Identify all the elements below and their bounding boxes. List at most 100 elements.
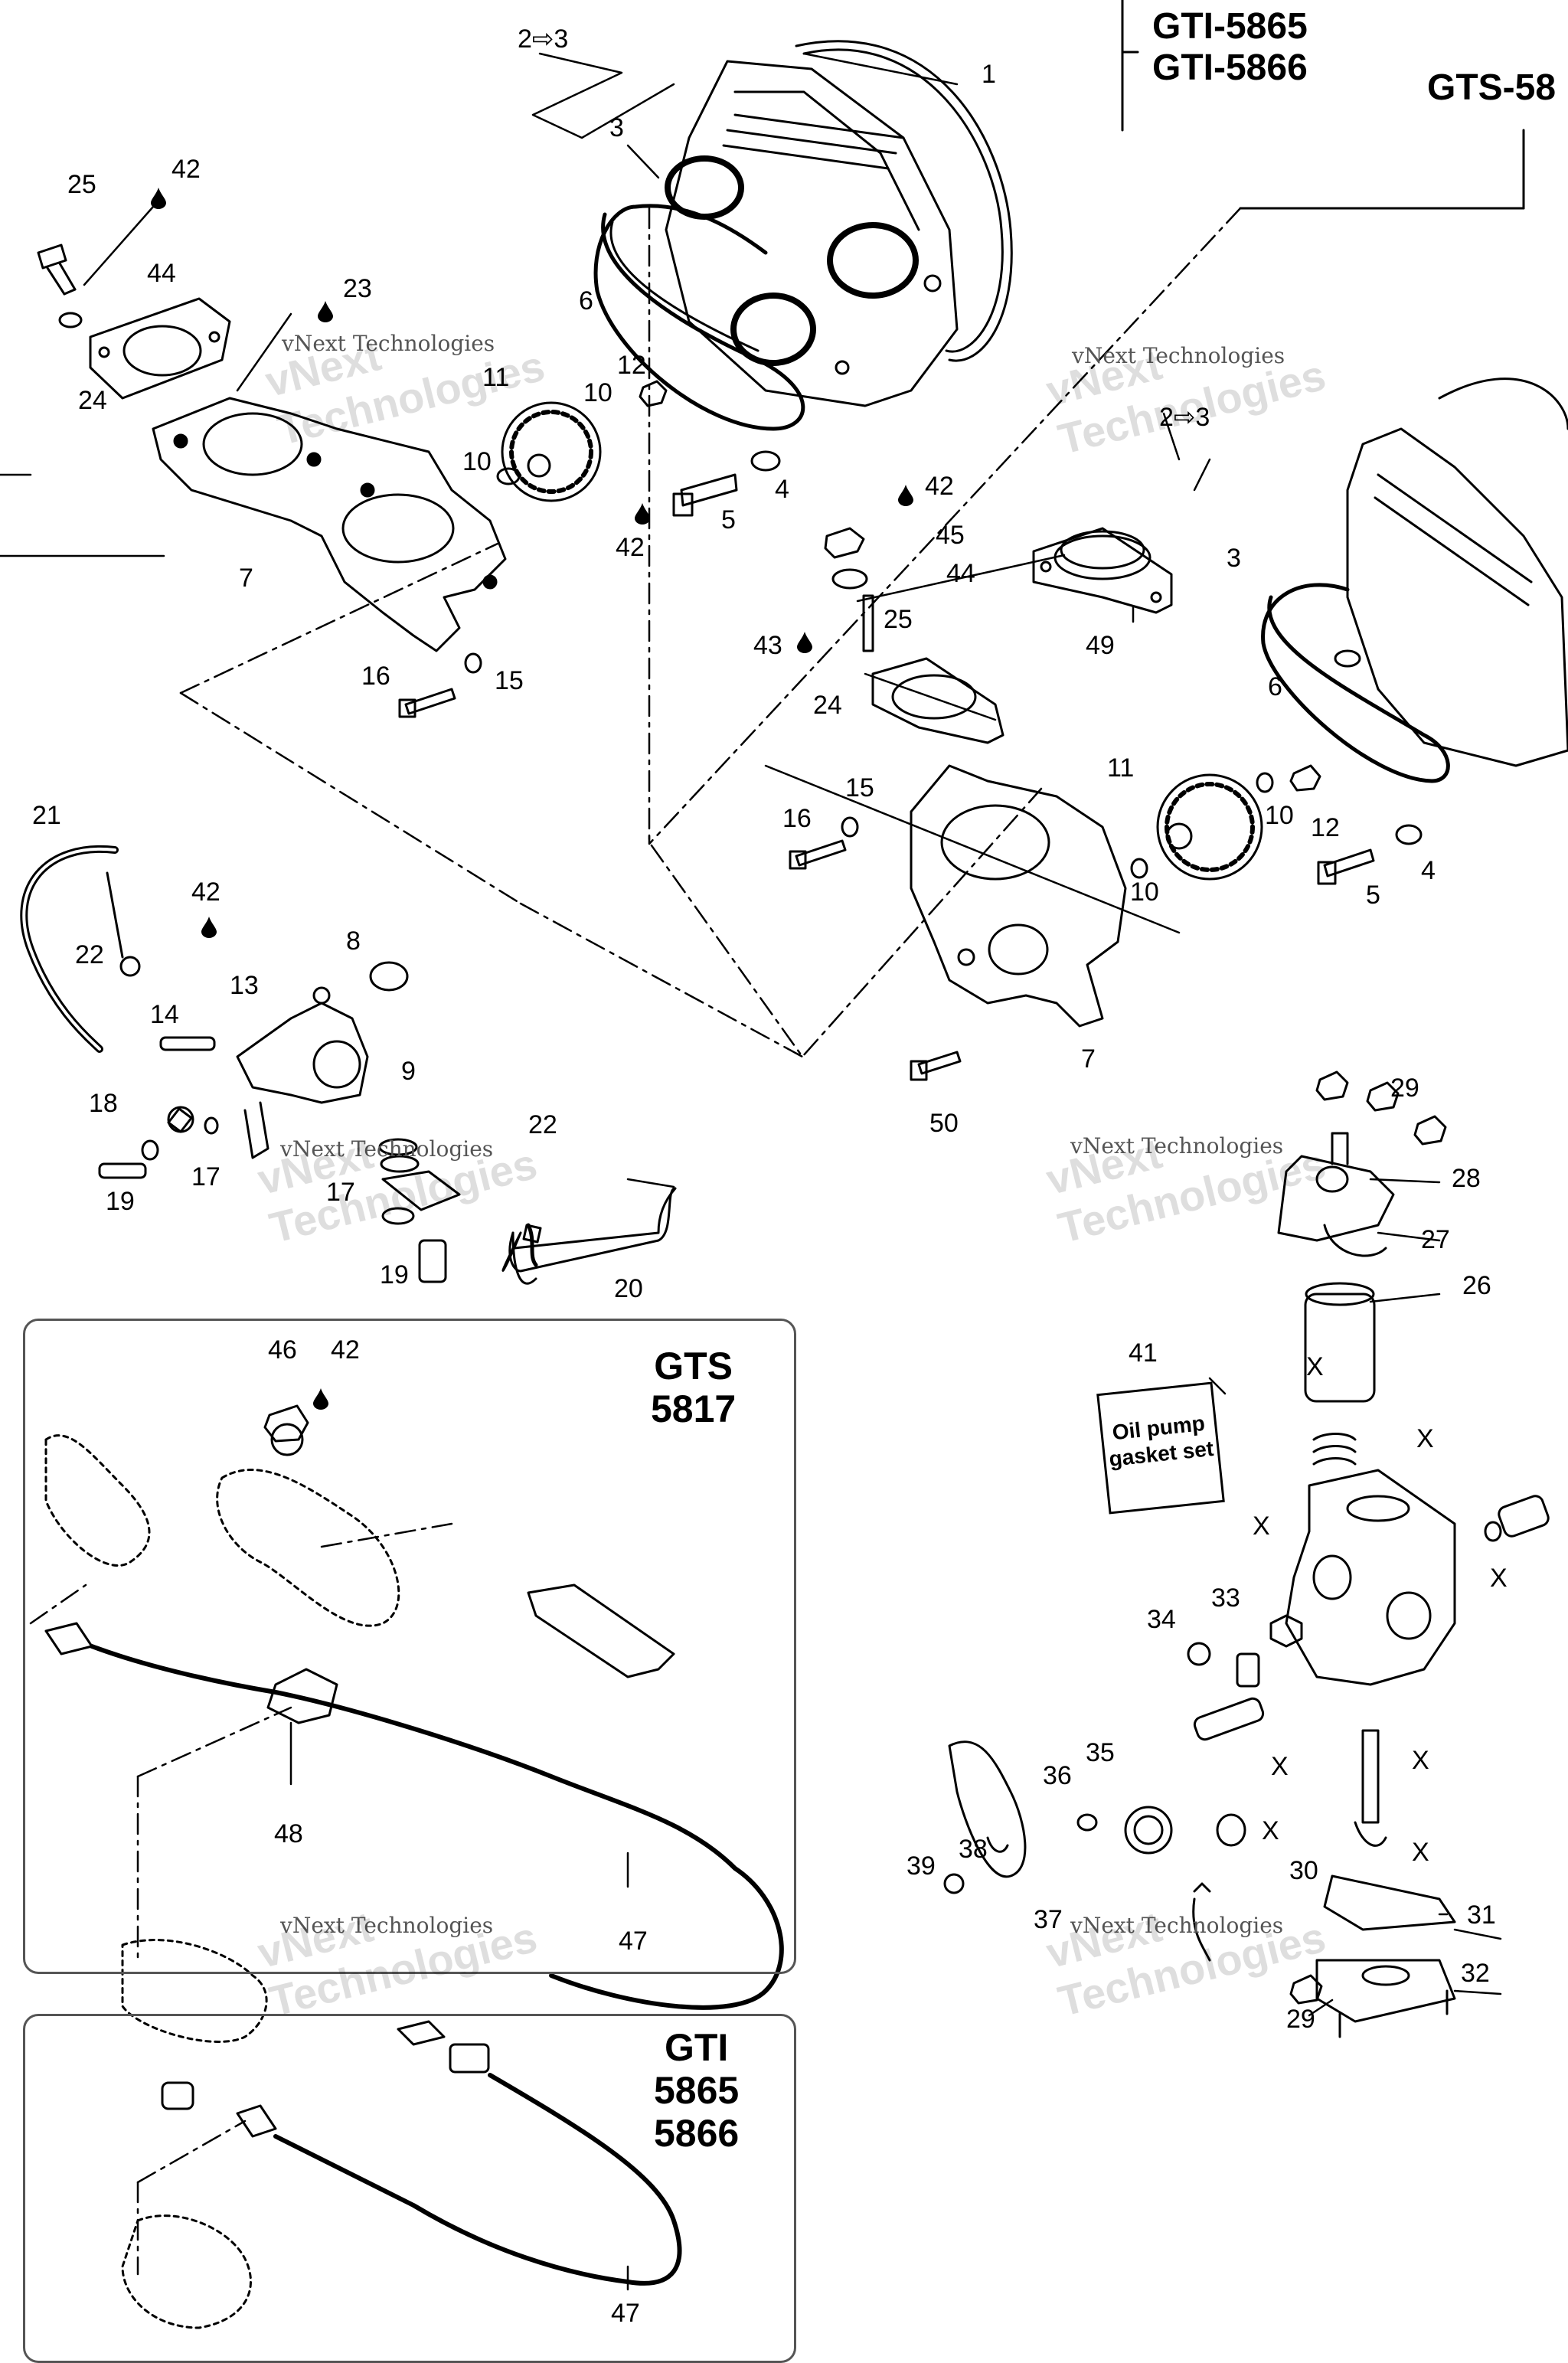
model-title-gti-5866: GTI-5866: [1152, 47, 1308, 88]
callout-47: 47: [619, 1927, 648, 1956]
supersede-marker-top: 2⇨3: [518, 25, 569, 54]
callout-17: 17: [191, 1162, 220, 1191]
callout-3b: 3: [1227, 544, 1241, 573]
callout-11: 11: [482, 363, 510, 392]
callout-4: 4: [775, 475, 789, 504]
gti-panel-number-b: 5866: [654, 2112, 740, 2155]
watermark-text-6: vNext Technologies: [1070, 1913, 1284, 1938]
screw-upper: [37, 243, 83, 328]
callout-18: 18: [89, 1089, 118, 1118]
callout-34: 34: [1147, 1605, 1176, 1634]
model-title-gts: GTS-58: [1427, 67, 1557, 108]
callout-7b: 7: [1081, 1044, 1096, 1074]
callout-47b: 47: [611, 2299, 640, 2328]
gti-panel-number-a: 5865: [654, 2069, 740, 2112]
callout-21: 21: [32, 801, 61, 830]
gts-panel-number: 5817: [651, 1387, 737, 1430]
callout-35: 35: [1086, 1738, 1115, 1767]
callout-31: 31: [1467, 1901, 1496, 1930]
callout-12: 12: [617, 351, 646, 380]
gti-panel-title: GTI 5865 5866: [654, 2026, 739, 2155]
x-marker-8: X: [1412, 1838, 1429, 1867]
callout-17b: 17: [326, 1178, 355, 1207]
callout-29: 29: [1390, 1074, 1419, 1103]
lubricant-drop-icon: [635, 503, 650, 525]
callout-36: 36: [1043, 1761, 1072, 1790]
callout-10c: 10: [1265, 801, 1294, 830]
x-marker-3: X: [1253, 1512, 1270, 1541]
flange-right: [1032, 527, 1173, 614]
callout-leaders: [83, 52, 1502, 2291]
callout-39: 39: [906, 1852, 936, 1881]
x-marker-5: X: [1271, 1752, 1289, 1781]
callout-49: 49: [1086, 631, 1115, 660]
gts-cable-panel: [23, 1319, 796, 1974]
oil-hose-21: [20, 845, 119, 1053]
lubricant-drop-icon: [151, 188, 166, 209]
callout-42d: 42: [191, 878, 220, 907]
callout-27: 27: [1421, 1225, 1450, 1254]
callout-3: 3: [609, 113, 624, 142]
watermark-text-5: vNext Technologies: [280, 1913, 494, 1938]
callout-11b: 11: [1107, 753, 1135, 783]
callout-48: 48: [274, 1819, 303, 1848]
callout-13: 13: [230, 971, 259, 1000]
assembly-boundary-lines: [29, 207, 1242, 2276]
oil-pump-gasket-set-card: Oil pump gasket set: [1096, 1381, 1225, 1515]
callout-23: 23: [343, 274, 372, 303]
x-marker-1: X: [1306, 1352, 1324, 1381]
gear-upper: [501, 401, 602, 502]
oil-hose-20: [501, 1187, 677, 1285]
callout-16b: 16: [782, 804, 812, 833]
gts-box-marker: [263, 1404, 309, 1443]
watermark-text-4: vNext Technologies: [1070, 1133, 1284, 1159]
callout-8: 8: [346, 927, 361, 956]
callout-25: 25: [67, 170, 96, 199]
callout-42: 42: [172, 155, 201, 184]
callout-9: 9: [401, 1057, 416, 1086]
hardware-right: [789, 527, 1423, 1081]
x-marker-2: X: [1416, 1424, 1434, 1453]
callout-26: 26: [1462, 1271, 1491, 1300]
watermark-text-2: vNext Technologies: [1072, 343, 1285, 368]
lubricant-drop-icon: [201, 917, 217, 938]
oil-pump-right: [943, 1070, 1550, 2038]
callout-30: 30: [1289, 1856, 1318, 1885]
callout-43: 43: [753, 631, 782, 660]
callout-42e: 42: [331, 1335, 360, 1365]
lubricant-drop-icon: [797, 632, 812, 653]
x-marker-6: X: [1262, 1816, 1279, 1845]
gasket-upper: [89, 297, 231, 400]
callout-33: 33: [1211, 1584, 1240, 1613]
x-marker-7: X: [1412, 1746, 1429, 1775]
callout-22b: 22: [528, 1110, 557, 1139]
left-leader-lines: [0, 473, 165, 557]
supersede-marker-right: 2⇨3: [1159, 403, 1210, 432]
callout-14: 14: [150, 1000, 179, 1029]
callout-44: 44: [147, 259, 176, 288]
callout-6b: 6: [1268, 672, 1282, 701]
o-ring-upper: [593, 204, 805, 431]
callout-1: 1: [982, 60, 996, 89]
callout-16: 16: [361, 662, 390, 691]
callout-15: 15: [495, 666, 524, 695]
callout-19: 19: [106, 1187, 135, 1216]
watermark-text-3: vNext Technologies: [280, 1136, 494, 1162]
callout-7: 7: [239, 564, 253, 593]
callout-50: 50: [929, 1109, 959, 1138]
callout-45: 45: [936, 521, 965, 550]
callout-6: 6: [579, 286, 593, 315]
pump-housing-right: [910, 764, 1127, 1028]
callout-37: 37: [1034, 1905, 1063, 1934]
gear-right: [1156, 773, 1263, 881]
gts-panel-model: GTS: [654, 1345, 733, 1387]
lubricant-drop-icon: [313, 1388, 328, 1410]
callout-10: 10: [583, 378, 612, 407]
gasket-right: [871, 657, 1004, 744]
gti-panel-model: GTI: [664, 2026, 729, 2069]
callout-28: 28: [1452, 1164, 1481, 1193]
model-title-gti-5865: GTI-5865: [1152, 6, 1308, 47]
callout-41: 41: [1129, 1338, 1158, 1368]
rotary-valve-cover-right: [1261, 377, 1568, 783]
